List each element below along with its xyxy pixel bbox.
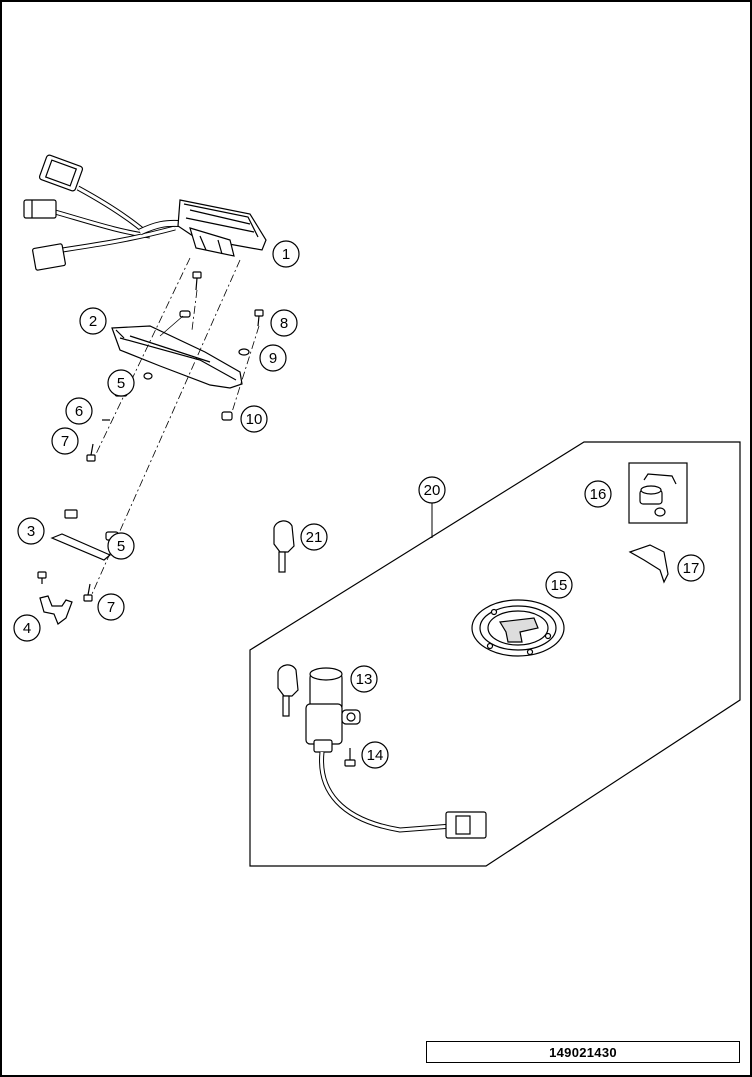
callout-label: 15: [551, 577, 568, 594]
callout-label: 1: [282, 246, 290, 263]
nut-10: [221, 411, 233, 421]
screw-8: [254, 309, 264, 327]
mounting-bracket: [111, 325, 243, 389]
connector-b: [23, 199, 57, 219]
screw-7-upper: [86, 443, 96, 462]
callout-label: 2: [89, 313, 97, 330]
callout-circle: [418, 476, 446, 504]
callout-circle: [17, 517, 45, 545]
callout-17: 17: [677, 554, 705, 582]
callout-10: 10: [240, 405, 268, 433]
callout-13: 13: [350, 665, 378, 693]
callout-16: 16: [584, 480, 612, 508]
callout-7: 7: [51, 427, 79, 455]
callout-label: 5: [117, 538, 125, 555]
screw-7-lower: [83, 583, 93, 602]
callout-circle: [361, 741, 389, 769]
dashboard-assembly: [23, 154, 267, 625]
key-21: [273, 520, 295, 573]
callout-label: 6: [75, 403, 83, 420]
connector-a: [38, 154, 84, 192]
washer-9: [238, 348, 250, 356]
callout-label: 17: [683, 560, 700, 577]
callout-6: 6: [65, 397, 93, 425]
callout-circle: [272, 240, 300, 268]
connector-c: [32, 243, 66, 271]
callout-4: 4: [13, 614, 41, 642]
callout-5: 5: [107, 532, 135, 560]
callout-5: 5: [107, 369, 135, 397]
callout-15: 15: [545, 571, 573, 599]
callout-7: 7: [97, 593, 125, 621]
callout-circle: [240, 405, 268, 433]
callout-label: 7: [107, 599, 115, 616]
callout-label: 3: [27, 523, 35, 540]
callout-circle: [13, 614, 41, 642]
callout-circle: [107, 532, 135, 560]
callout-label: 10: [246, 411, 263, 428]
callout-label: 21: [306, 529, 323, 546]
callout-circle: [584, 480, 612, 508]
callout-21: 21: [300, 523, 328, 551]
callout-circle: [270, 309, 298, 337]
callout-label: 8: [280, 315, 288, 332]
callout-3: 3: [17, 517, 45, 545]
callout-14: 14: [361, 741, 389, 769]
callout-1: 1: [272, 240, 300, 268]
nut: [143, 372, 153, 380]
screw-14: [344, 748, 356, 767]
callout-20: 20: [418, 476, 446, 504]
callout-9: 9: [259, 344, 287, 372]
callout-label: 16: [590, 486, 607, 503]
callout-label: 14: [367, 747, 384, 764]
callout-circle: [350, 665, 378, 693]
callout-label: 5: [117, 375, 125, 392]
callout-circle: [677, 554, 705, 582]
clip-4: [39, 595, 73, 625]
dashboard-unit: [177, 199, 267, 257]
callout-2: 2: [79, 307, 107, 335]
callout-circle: [259, 344, 287, 372]
callout-8: 8: [270, 309, 298, 337]
document-number: 149021430: [549, 1044, 617, 1060]
callout-label: 4: [23, 620, 31, 637]
callout-circle: [300, 523, 328, 551]
kit-20-boundary: [249, 441, 741, 867]
grommet: [179, 310, 191, 318]
callout-circle: [97, 593, 125, 621]
fuel-cap-15: [471, 599, 565, 657]
leader-grommet: [159, 315, 184, 337]
callout-circle: [51, 427, 79, 455]
callout-circle: [65, 397, 93, 425]
inset-16: [628, 462, 688, 524]
plate-3: [50, 509, 112, 561]
screw-top: [192, 271, 202, 291]
screw-small: [37, 571, 47, 584]
callout-circle: [545, 571, 573, 599]
document-number-box: 149021430: [426, 1041, 740, 1063]
callout-circle: [79, 307, 107, 335]
key-13: [277, 664, 299, 717]
bracket-17: [628, 544, 669, 584]
callout-label: 13: [356, 671, 373, 688]
callout-label: 9: [269, 350, 277, 367]
callout-label: 7: [61, 433, 69, 450]
callout-label: 20: [424, 482, 441, 499]
ignition-lock-13: [305, 667, 487, 839]
callout-circle: [107, 369, 135, 397]
